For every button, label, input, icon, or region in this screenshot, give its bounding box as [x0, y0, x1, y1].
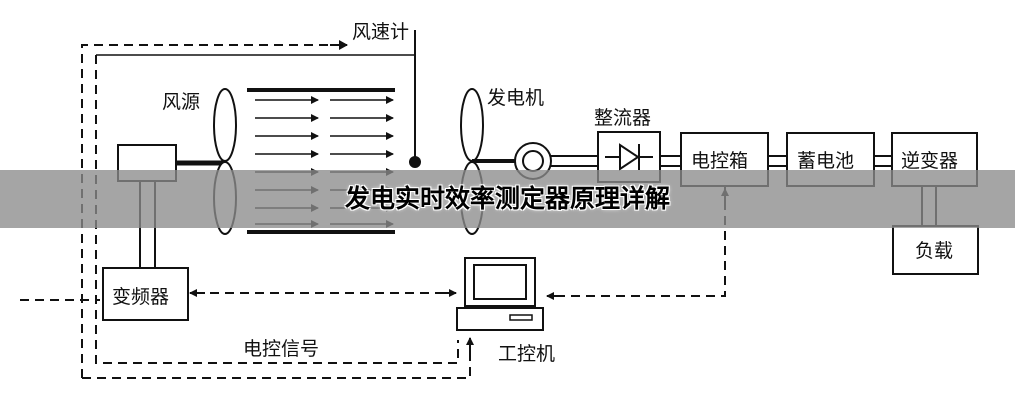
anemometer-label: 风速计 — [352, 21, 409, 43]
battery-label: 蓄电池 — [797, 150, 854, 172]
vfd-box — [102, 267, 189, 321]
inverter-label: 逆变器 — [901, 150, 958, 172]
wind-source-label: 风源 — [162, 91, 200, 113]
control-signal-label: 电控信号 — [243, 338, 319, 360]
fan-blade-top — [213, 88, 237, 162]
industrial-computer-icon — [456, 257, 544, 331]
rectifier-label: 整流器 — [594, 107, 651, 129]
control-box-label: 电控箱 — [691, 150, 748, 172]
generator-label: 发电机 — [487, 87, 544, 109]
load-label: 负载 — [915, 240, 953, 262]
ipc-label: 工控机 — [498, 343, 555, 365]
vfd-label: 变频器 — [112, 286, 169, 308]
banner-title: 发电实时效率测定器原理详解 — [344, 184, 670, 213]
diode-icon — [619, 143, 640, 171]
generator-blade-top — [460, 88, 484, 162]
outer-loop-bottom — [82, 345, 471, 379]
generator-inner-ring — [522, 150, 544, 172]
anemometer-sensor — [409, 156, 421, 168]
outer-loop-dashed-line — [81, 44, 345, 378]
title-banner — [0, 170, 1015, 228]
